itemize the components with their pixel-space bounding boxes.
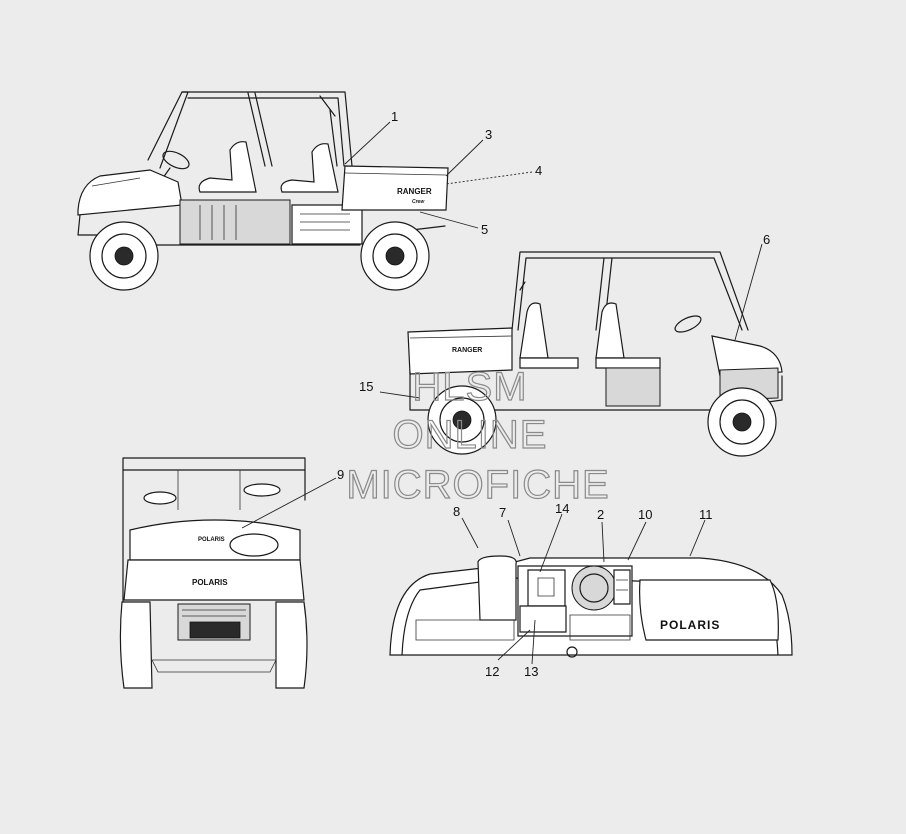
callout-11: 11 [699, 507, 713, 522]
callout-numbers: 1 2 3 4 5 6 7 8 9 10 11 12 13 14 15 [337, 109, 770, 679]
callout-7: 7 [499, 505, 506, 520]
callout-12: 12 [485, 664, 499, 679]
callout-2: 2 [597, 507, 604, 522]
callout-15: 15 [359, 379, 373, 394]
callout-10: 10 [638, 507, 652, 522]
callout-9: 9 [337, 467, 344, 482]
callout-3: 3 [485, 127, 492, 142]
watermark-line-3: MICROFICHE [346, 463, 609, 507]
callout-5: 5 [481, 222, 488, 237]
dashboard-view: POLARIS [389, 555, 793, 658]
callout-1: 1 [391, 109, 398, 124]
leader-lines [241, 121, 763, 665]
front-view: POLARIS POLARIS [119, 457, 308, 689]
callout-14: 14 [555, 501, 569, 516]
watermark-line-1: HLSM [412, 365, 527, 409]
left-side-view: RANGER Crew [77, 91, 449, 291]
polaris-decal-top: POLARIS [198, 537, 225, 543]
right-side-view: RANGER [407, 251, 783, 457]
callout-13: 13 [524, 664, 538, 679]
ranger-decal-side: RANGER [397, 187, 432, 196]
callout-4: 4 [535, 163, 542, 178]
watermark: HLSM ONLINE MICROFICHE [346, 364, 610, 507]
watermark-line-2: ONLINE [393, 413, 548, 457]
callout-8: 8 [453, 504, 460, 519]
ranger-decal-right: RANGER [452, 347, 482, 354]
polaris-decal-front: POLARIS [192, 578, 228, 587]
polaris-dash-logo: POLARIS [660, 618, 720, 632]
callout-6: 6 [763, 232, 770, 247]
crew-decal-side: Crew [412, 199, 425, 205]
